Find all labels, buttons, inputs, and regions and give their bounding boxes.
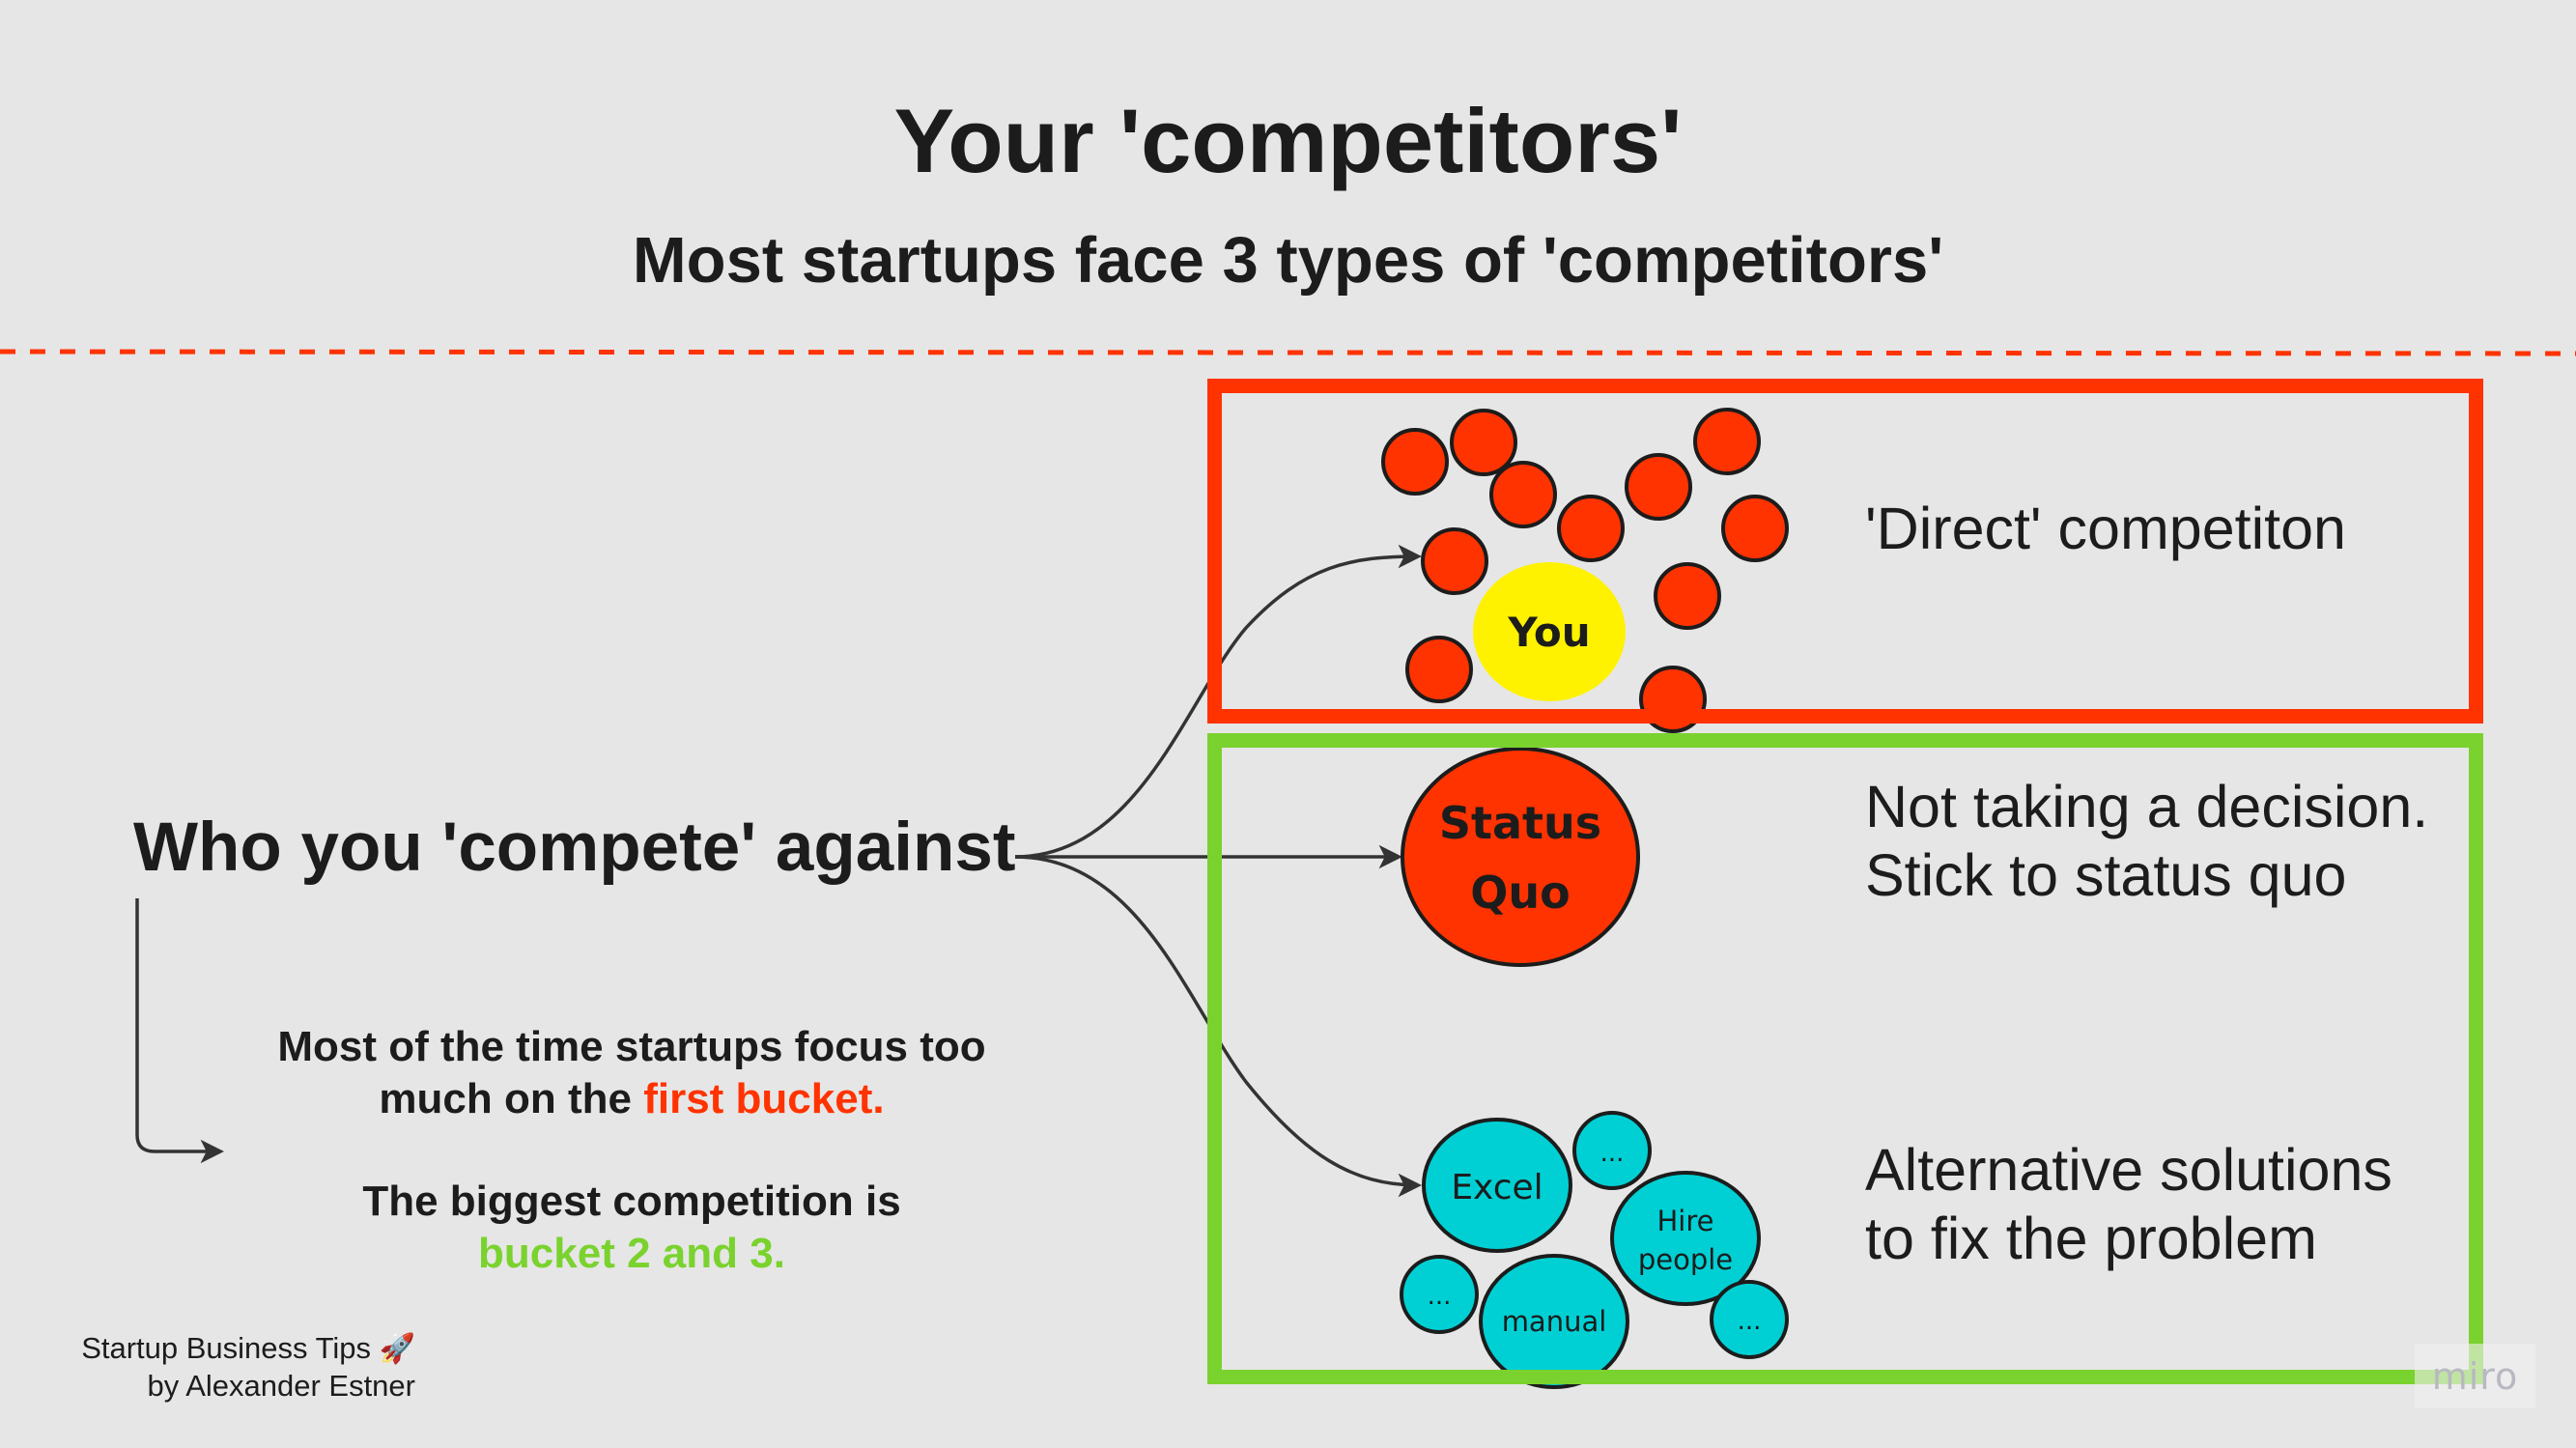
miro-watermark: miro [2415,1344,2535,1408]
note-first-bucket-text: Most of the time startups focus too much… [277,1023,986,1122]
ellipsis-label-left: ... [1428,1282,1452,1311]
connectors [135,544,1423,1198]
note-first-bucket-highlight: first bucket. [643,1075,885,1122]
connector-alternatives [1014,855,1423,1198]
hire-people-bubble [1610,1171,1761,1306]
status-quo-description-line2: Stick to status quo [1865,842,2347,908]
indirect-competition-frame [1207,733,2483,1384]
ellipsis-bubble-right [1710,1280,1789,1359]
ellipsis-label-right: ... [1738,1307,1762,1336]
ellipsis-label-top: ... [1600,1139,1625,1168]
you-bubble [1473,562,1626,701]
note-biggest-competition-text: The biggest competition is [362,1178,901,1225]
excel-bubble [1422,1118,1572,1253]
page-title: Your 'competitors' [893,90,1683,191]
competitor-bubble [1693,408,1761,475]
footer-credit: Startup Business Tips 🚀 by Alexander Est… [58,1330,415,1405]
direct-competitor-bubbles [1381,408,1789,733]
hire-people-label-line2: people [1638,1243,1733,1276]
manual-label: manual [1502,1305,1607,1338]
competitor-bubble [1450,409,1517,476]
note-biggest-competition-highlight: bucket 2 and 3. [478,1230,785,1277]
direct-competition-frame [1207,379,2483,724]
connector-direct [1014,544,1423,859]
direct-competition-description: 'Direct' competiton [1865,496,2346,561]
competitor-bubble [1405,636,1473,703]
hire-people-label-line1: Hire [1657,1205,1714,1237]
alternatives-description-line2: to fix the problem [1865,1206,2317,1271]
competitor-bubble [1489,461,1557,528]
page-subtitle: Most startups face 3 types of 'competito… [632,224,1944,297]
status-quo-description: Not taking a decision. Stick to status q… [1865,773,2428,910]
footer-brand: Startup Business Tips [81,1331,372,1365]
status-quo-label-line2: Quo [1470,866,1570,919]
note-biggest-competition: The biggest competition is bucket 2 and … [236,1176,1028,1280]
competitor-bubble [1557,495,1625,562]
status-quo-bubble [1401,747,1640,967]
footer-author: by Alexander Estner [147,1369,415,1403]
ellipsis-bubble-left [1400,1255,1479,1334]
you-label: You [1507,609,1590,656]
rocket-icon: 🚀 [379,1333,415,1365]
status-quo-label-line1: Status [1439,797,1601,849]
excel-label: Excel [1451,1168,1543,1207]
manual-bubble [1479,1254,1629,1389]
source-label: Who you 'compete' against [133,809,1016,886]
status-quo-description-line1: Not taking a decision. [1865,774,2429,839]
dashed-separator [0,349,2576,356]
competitor-bubble [1381,428,1449,496]
alternative-bubbles [1400,1111,1789,1389]
note-first-bucket: Most of the time startups focus too much… [236,1021,1028,1125]
competitor-bubble [1625,453,1692,521]
alternatives-description: Alternative solutions to fix the problem [1865,1136,2392,1273]
alternatives-description-line1: Alternative solutions [1865,1137,2392,1203]
competitor-bubble [1721,495,1789,562]
connector-note-elbow [135,898,225,1164]
competitor-bubble [1421,527,1488,595]
competitor-bubble [1654,562,1721,630]
ellipsis-bubble-top [1572,1111,1652,1190]
